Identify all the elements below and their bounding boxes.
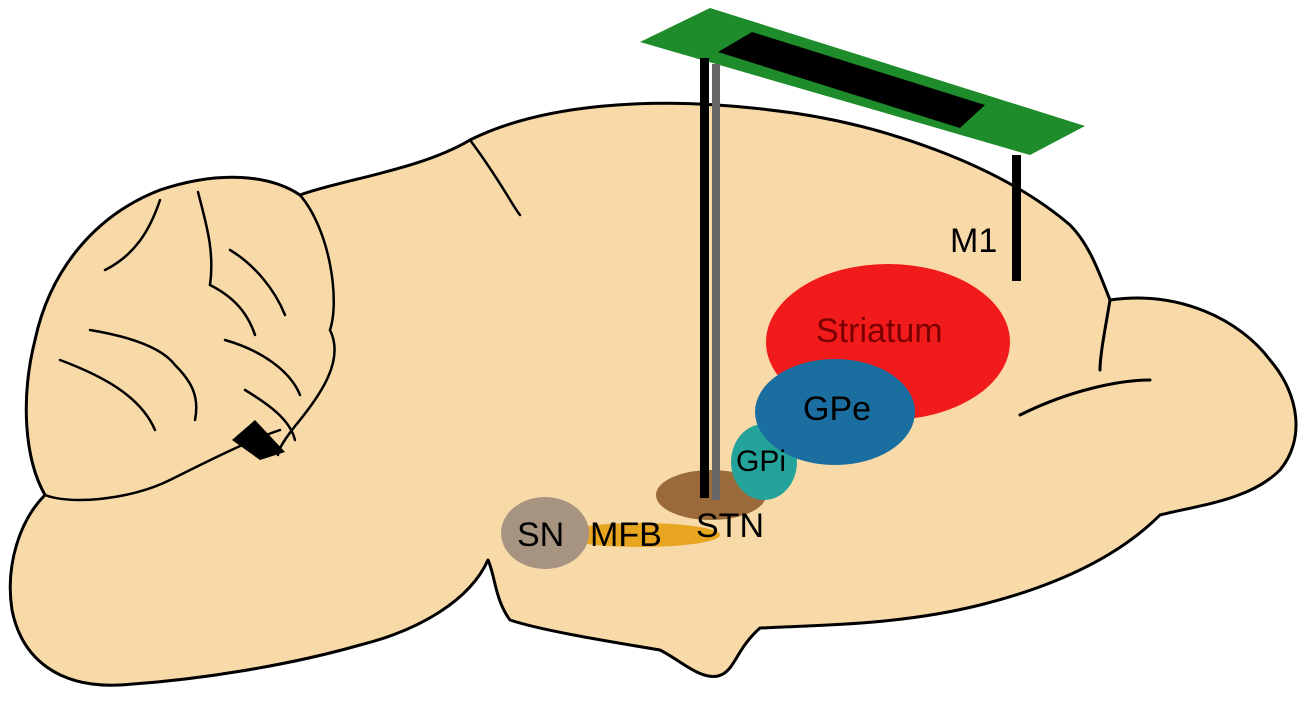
stn-electrode-black	[700, 58, 709, 498]
rhinal-sulcus	[1018, 378, 1152, 417]
gpe-region	[755, 359, 915, 465]
label-gpe: GPe	[803, 390, 871, 428]
m1-electrode	[1012, 155, 1021, 281]
fissure	[232, 420, 285, 460]
headstage-connector	[718, 32, 985, 128]
label-stn: STN	[696, 507, 764, 545]
label-mfb: MFB	[590, 516, 662, 554]
cerebellum-folds	[43, 138, 522, 502]
label-gpi: GPi	[736, 445, 786, 478]
label-sn: SN	[517, 516, 564, 554]
olfactory-boundary	[1098, 298, 1112, 372]
sn-region	[501, 497, 589, 569]
label-striatum: Striatum	[816, 312, 943, 350]
brain-outline	[8, 101, 1298, 687]
mfb-region	[560, 523, 720, 547]
stn-electrode-gray	[712, 64, 720, 500]
label-m1: M1	[950, 222, 997, 260]
